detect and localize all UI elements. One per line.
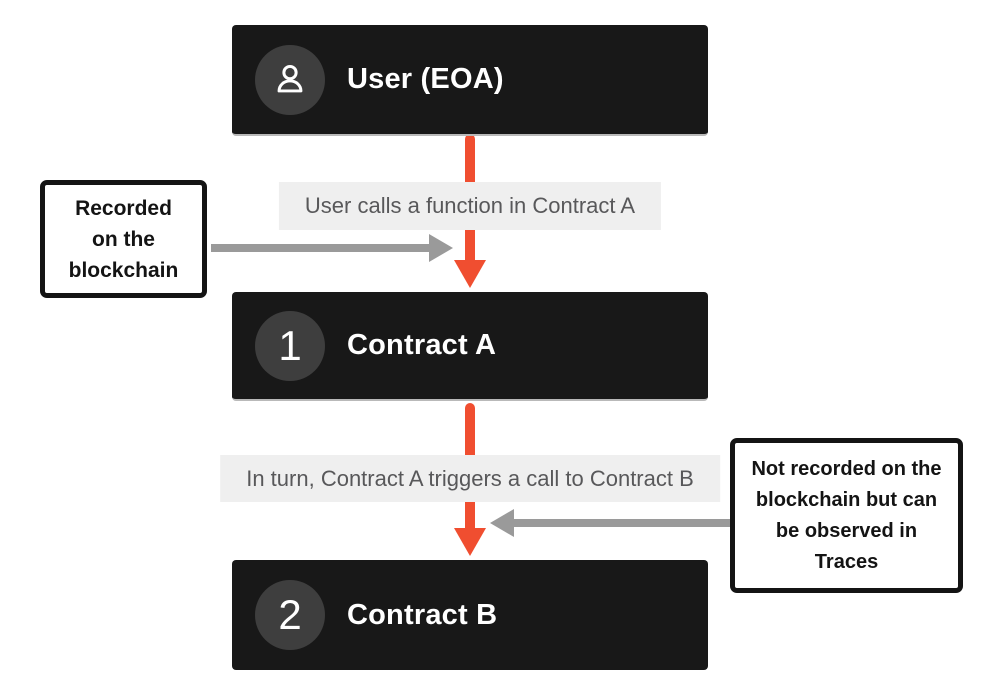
node-title-contract-b: Contract B bbox=[347, 598, 498, 631]
annotation-line: blockchain but can bbox=[755, 488, 938, 511]
annotation-line: on the bbox=[92, 227, 155, 251]
step-2-number: 2 bbox=[278, 591, 302, 638]
annotation-arrow-right bbox=[490, 509, 731, 537]
annotation-line: Recorded bbox=[75, 196, 172, 220]
user-icon bbox=[277, 64, 303, 92]
user-badge bbox=[255, 44, 325, 115]
node-title-contract-a: Contract A bbox=[347, 329, 497, 361]
node-contract-a: 1 Contract A bbox=[232, 292, 708, 401]
node-title-user-eoa: User (EOA) bbox=[347, 63, 504, 95]
annotation-line: Traces bbox=[814, 550, 879, 573]
step-2-badge: 2 bbox=[255, 580, 325, 650]
annotation-arrow-left bbox=[211, 234, 453, 262]
annotation-line: Not recorded on the bbox=[751, 457, 942, 480]
step-1-badge: 1 bbox=[255, 310, 325, 381]
node-user-eoa: User (EOA) bbox=[232, 25, 708, 136]
annotation-line: be observed in bbox=[775, 519, 918, 542]
annotation-line: blockchain bbox=[68, 258, 179, 282]
edge-label-user-calls: User calls a function in Contract A bbox=[278, 182, 662, 230]
node-contract-b: 2 Contract B bbox=[232, 560, 708, 670]
edge-label-contract-a-triggers: In turn, Contract A triggers a call to C… bbox=[220, 455, 720, 502]
step-1-number: 1 bbox=[278, 321, 302, 369]
annotation-not-recorded-traces: Not recorded on the blockchain but can b… bbox=[730, 438, 963, 593]
annotation-recorded-on-chain: Recorded on the blockchain bbox=[40, 180, 207, 298]
